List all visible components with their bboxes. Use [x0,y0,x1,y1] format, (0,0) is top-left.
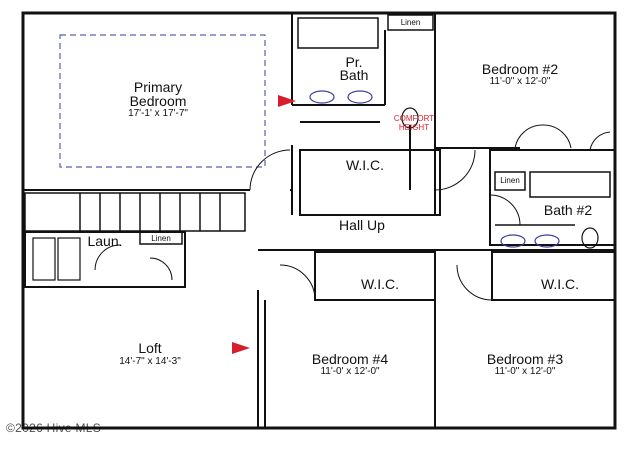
linen-top-closet [387,14,434,31]
bedroom3-size: 11'-0" x 12'-0" [494,366,556,377]
primary-bath-label-line1: Pr. [345,54,363,70]
bedroom4-size: 11'-0' x 12'-0" [320,366,380,377]
wic-primary-wall [299,149,441,216]
sinks [309,90,560,248]
hall-label: Hall Up [339,217,385,233]
laundry-wall [24,231,186,288]
bath2-wall [489,149,616,246]
bedroom3-label: Bedroom #3 [486,351,564,367]
linen-bath2-label: Linen [500,176,520,185]
linen-laundry-closet [139,231,183,245]
wic-bed3-wall [491,251,616,301]
toilets [401,107,599,249]
primary-bedroom-label-line2: Bedroom [129,93,187,109]
linen-top-label: Linen [400,18,421,27]
primary-bath-label-line2: Bath [339,67,369,83]
dryer [57,237,81,281]
wic-bed4-label: W.I.C. [360,276,400,292]
bedroom2-label: Bedroom #2 [481,61,559,77]
wic-bed3-label: W.I.C. [540,276,580,292]
watermark: ©2026 Hive MLS [6,421,102,435]
bedroom2-size: 11'-0" x 12'-0" [489,76,551,87]
tray-ceiling [59,34,266,168]
bedroom4-label: Bedroom #4 [311,351,389,367]
laundry-label: Laun. [87,233,123,249]
door-swings [94,124,611,301]
shower [297,17,379,49]
stairs [24,192,246,232]
primary-bedroom-label-line1: Primary [133,79,183,95]
bath2-label: Bath #2 [543,202,593,218]
washer [32,237,56,281]
tub [529,171,611,198]
comfort-height-line1: COMFORT [393,114,435,123]
linen-laundry-label: Linen [151,234,171,243]
linen-bath2-closet [494,171,526,191]
loft-label: Loft [138,340,162,356]
red-markers [232,95,296,354]
primary-bedroom-size: 17'-1' x 17'-7" [128,108,188,119]
comfort-height-line2: HEIGHT [398,123,430,132]
loft-size: 14'-7" x 14'-3" [119,356,181,367]
wic-primary-label: W.I.C. [345,157,385,173]
